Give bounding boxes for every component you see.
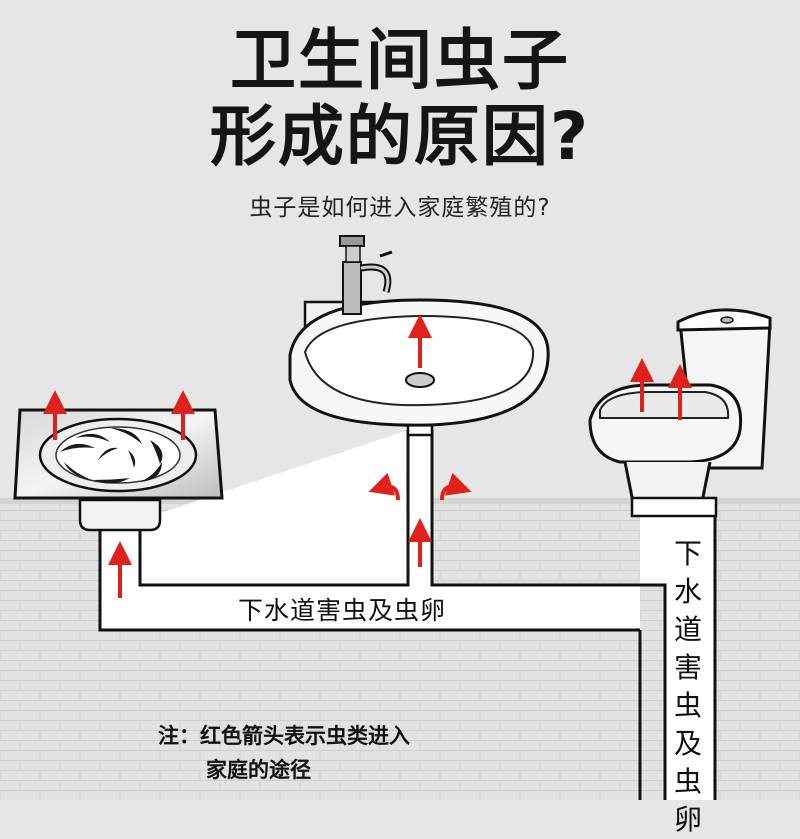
- toilet: [588, 308, 772, 518]
- pipe-label-char: 水: [673, 575, 702, 608]
- arrow-curve: [368, 472, 400, 501]
- pipe-label-char: 害: [673, 651, 702, 684]
- note-line2: 家庭的途径: [206, 758, 311, 782]
- arrow-curve: [440, 472, 472, 501]
- pipe-label-vertical: 下 水 道 害 虫 及 虫 卵: [673, 535, 703, 839]
- illustration: [0, 235, 800, 800]
- faucet-icon: [339, 235, 393, 315]
- pipe-label-char: 卵: [673, 803, 702, 836]
- note: 注：红色箭头表示虫类进入 家庭的途径: [158, 719, 410, 787]
- pipe-label-char: 下: [673, 537, 702, 570]
- page-title-line2: 形成的原因?: [209, 98, 591, 175]
- pipe-label-char: 及: [673, 727, 702, 760]
- note-line1: 注：红色箭头表示虫类进入: [158, 724, 410, 748]
- red-arrows: [43, 314, 692, 598]
- pipe-label-char: 虫: [673, 689, 702, 722]
- subtitle: 虫子是如何进入家庭繁殖的?: [249, 195, 551, 221]
- pipe-label-char: 道: [673, 613, 702, 646]
- floor-drain: [13, 408, 224, 532]
- drain-pipes: [98, 430, 717, 800]
- pipe-label-char: 虫: [673, 765, 702, 798]
- drain-grate-icon: [60, 428, 163, 484]
- page-title-line1: 卫生间虫子: [230, 22, 570, 99]
- pipe-label-horizontal: 下水道害虫及虫卵: [238, 596, 447, 625]
